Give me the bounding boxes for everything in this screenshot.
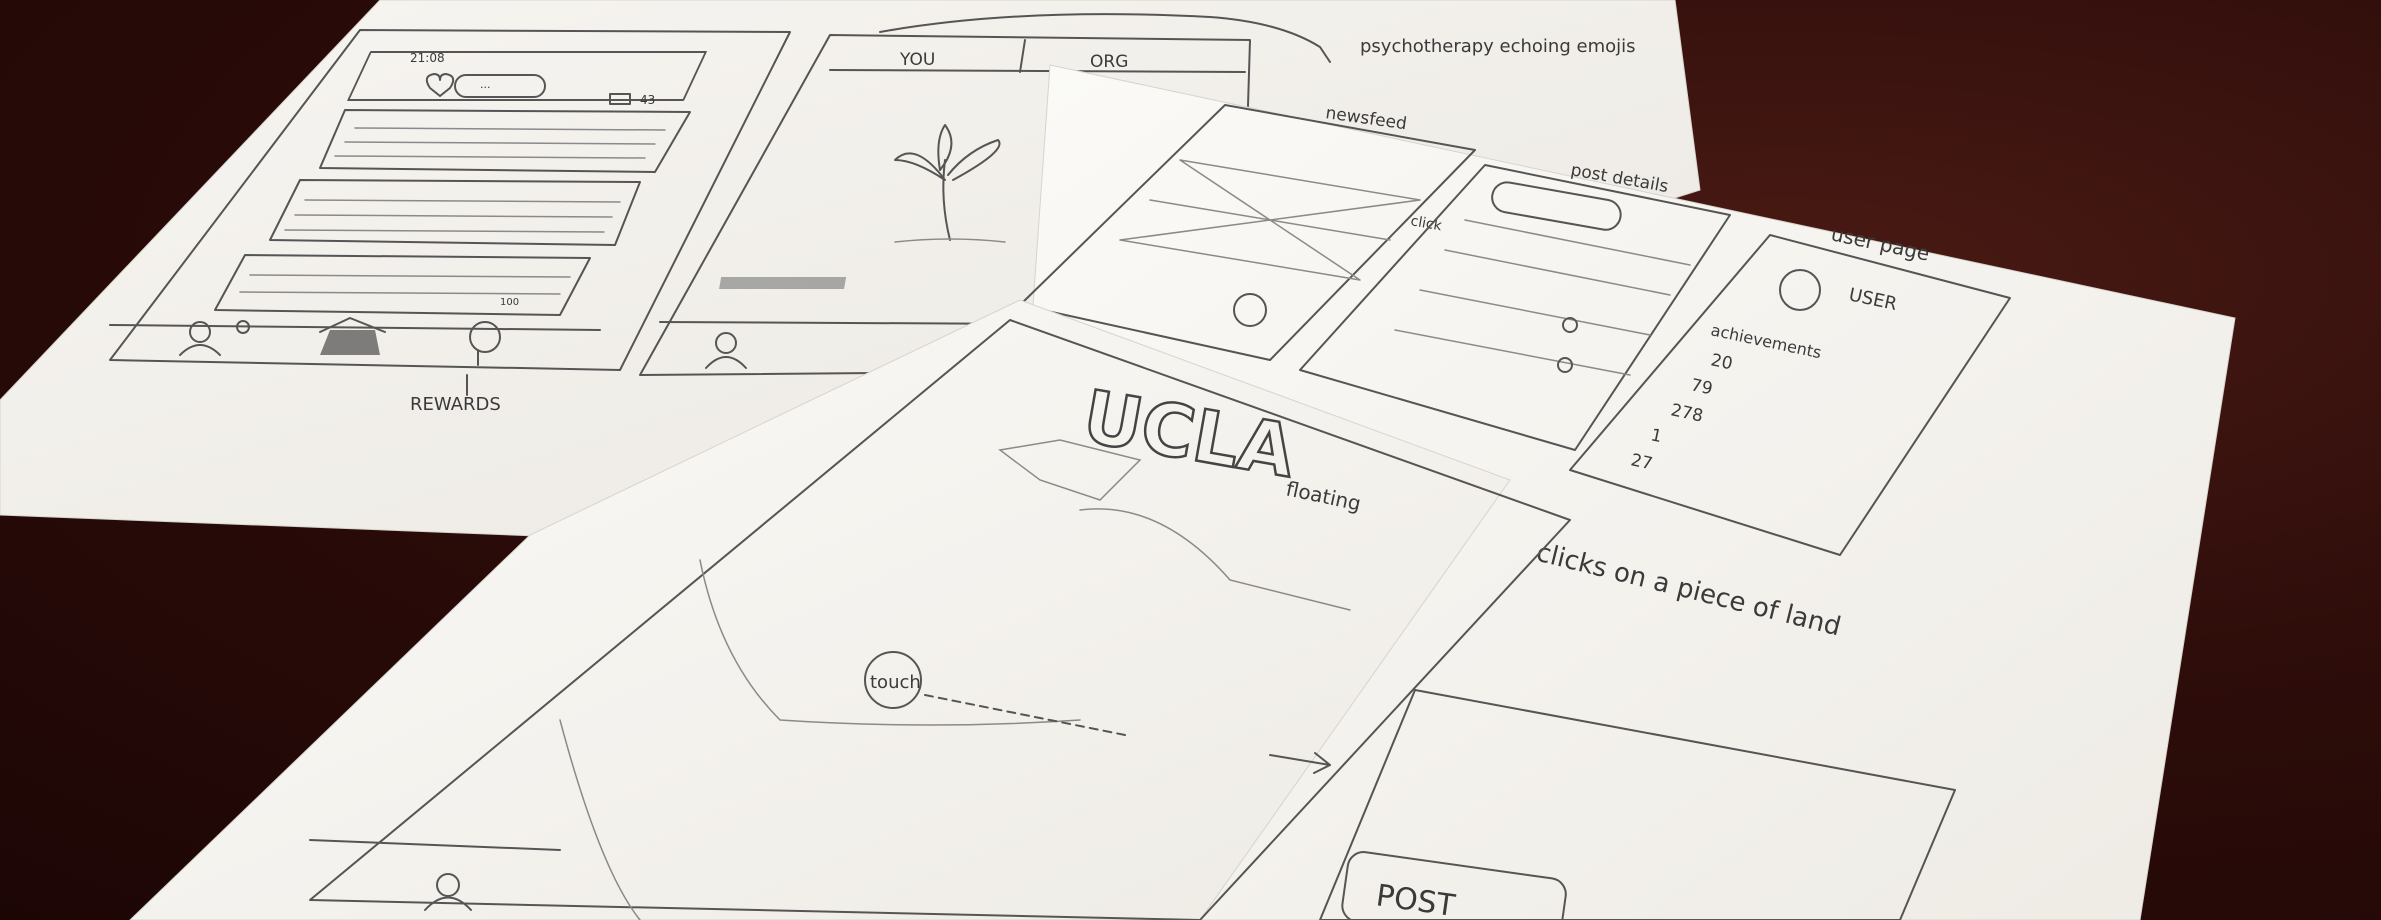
heart-icon: [425, 73, 455, 97]
phone-sketch-feed: 21:08 ··· 43 100: [109, 29, 791, 415]
feed-card: [319, 109, 691, 173]
achievement-value: 79: [1689, 375, 1714, 399]
tab-org: ORG: [1090, 52, 1128, 72]
comment-count: 43: [640, 93, 655, 107]
profile-icon: [424, 873, 472, 911]
tree-illustration: [894, 124, 1006, 243]
tree-icon: [469, 321, 501, 366]
click-label: click: [1409, 213, 1443, 234]
psychotherapy-note: psychotherapy echoing emojis: [1360, 36, 1636, 57]
post-phone-sketch: POST: [1319, 689, 1956, 920]
tab-you: YOU: [899, 50, 935, 70]
feed-card: [269, 179, 641, 246]
feed-card: 100: [214, 254, 591, 316]
card-count: 100: [500, 297, 519, 308]
achievement-value: 1: [1649, 425, 1664, 447]
profile-icon: [179, 320, 250, 356]
achievement-value: 20: [1709, 350, 1734, 374]
comment-icon: [609, 93, 631, 105]
home-icon: [319, 317, 386, 355]
user-icon: [705, 332, 747, 369]
achievement-value: 27: [1629, 450, 1654, 474]
phone-sketch-post-details: [1299, 164, 1731, 451]
like-count: ···: [480, 81, 491, 94]
touch-label: touch: [870, 672, 921, 693]
phone-sketch-newsfeed: click: [1019, 104, 1476, 361]
feed-timestamp: 21:08: [410, 51, 445, 65]
rewards-label: REWARDS: [410, 394, 501, 415]
sketch-sheet-front: UCLA floating touch: [129, 299, 1571, 920]
